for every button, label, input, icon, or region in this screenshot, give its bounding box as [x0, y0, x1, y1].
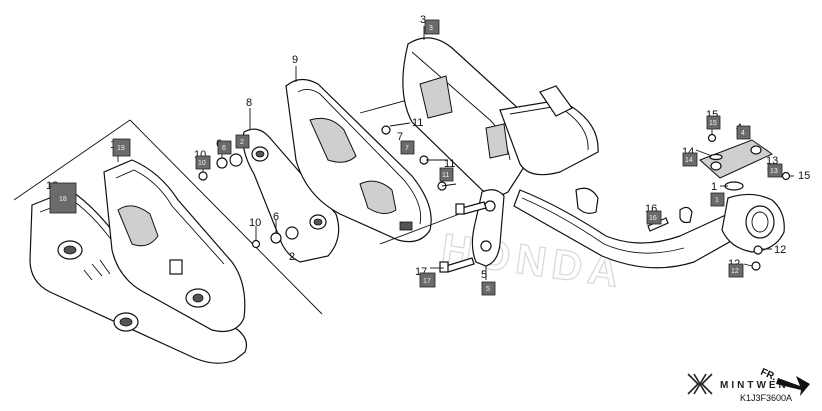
box-13: 13 — [767, 163, 783, 178]
svg-text:19: 19 — [117, 145, 125, 152]
joint-plate — [699, 139, 773, 179]
box-19: 19 — [112, 138, 131, 157]
box-16: 16 — [646, 210, 662, 225]
svg-text:14: 14 — [685, 157, 693, 164]
callout-12: 12 — [774, 244, 786, 256]
callout-11: 11 — [412, 117, 423, 129]
svg-text:2: 2 — [240, 139, 244, 146]
svg-text:6: 6 — [222, 145, 226, 152]
box-5: 5 — [481, 281, 496, 296]
muffler-cover — [285, 78, 432, 243]
svg-text:13: 13 — [770, 168, 778, 175]
svg-text:10: 10 — [198, 160, 206, 167]
svg-text:7: 7 — [405, 145, 409, 152]
box-4: 4 — [736, 125, 751, 140]
svg-text:3: 3 — [429, 25, 433, 32]
svg-text:18: 18 — [59, 196, 67, 203]
front-arrow-icon — [776, 376, 810, 396]
box-3: 3 — [424, 19, 440, 35]
muffler-body — [402, 37, 599, 197]
callout-5: 5 — [481, 269, 487, 281]
callout-8: 8 — [246, 97, 252, 109]
svg-text:11: 11 — [442, 172, 449, 179]
callout-3: 3 — [420, 14, 426, 26]
callout-9: 9 — [292, 54, 298, 66]
callout-7: 7 — [397, 131, 403, 143]
box-14: 14 — [682, 152, 698, 167]
box-10: 10 — [195, 155, 211, 170]
svg-text:4: 4 — [741, 130, 745, 137]
svg-text:5: 5 — [486, 286, 490, 293]
box-11: 11 — [439, 167, 454, 182]
brand-logo-icon — [687, 373, 713, 395]
exhaust-pipe — [513, 187, 785, 269]
brand-name: MINTWEN — [720, 380, 789, 391]
svg-text:15: 15 — [709, 120, 717, 127]
svg-text:17: 17 — [423, 278, 431, 285]
box-7: 7 — [400, 140, 415, 155]
diagram-code: K1J3F3600A — [740, 393, 792, 403]
callout-6: 6 — [273, 211, 279, 223]
mounting-bracket — [242, 128, 340, 263]
callout-2: 2 — [289, 251, 295, 263]
box-18: 18 — [49, 182, 77, 214]
heat-shield-inner — [103, 159, 246, 333]
box-1: 1 — [710, 192, 725, 207]
box-15: 15 — [706, 115, 721, 130]
callout-11: 11 — [444, 158, 455, 170]
boxed-callouts: 3 7 11 19 18 2 6 10 17 5 15 4 14 13 1 16… — [49, 19, 783, 296]
callout-15: 15 — [798, 170, 810, 182]
box-12: 12 — [728, 263, 744, 278]
box-2: 2 — [235, 134, 250, 149]
svg-text:16: 16 — [649, 215, 657, 222]
callout-1: 1 — [711, 181, 717, 193]
callout-10: 10 — [249, 217, 261, 229]
box-6: 6 — [217, 140, 232, 155]
svg-text:1: 1 — [715, 197, 719, 204]
svg-text:12: 12 — [731, 268, 739, 275]
box-17: 17 — [419, 272, 436, 288]
